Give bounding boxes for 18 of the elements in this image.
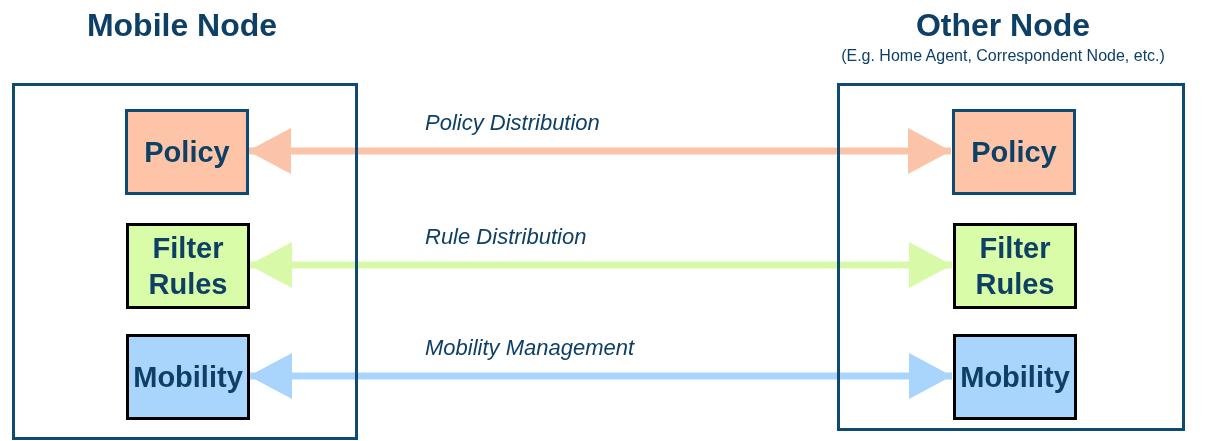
node-title: Mobile Node (86, 6, 278, 44)
component-box (126, 334, 250, 420)
component-box (126, 223, 250, 309)
double-arrow (249, 353, 952, 399)
component-box (125, 109, 249, 195)
component-label: Policy (971, 135, 1057, 170)
component-label: Filter Rules (147, 231, 229, 302)
node-title: Other Node (915, 6, 1091, 44)
component-box (953, 223, 1077, 309)
double-arrow (248, 128, 951, 174)
component-box (953, 334, 1077, 420)
component-box (952, 109, 1076, 195)
component-label: Mobility (960, 360, 1070, 395)
component-label: Policy (144, 135, 230, 170)
component-label: Mobility (133, 360, 243, 395)
component-label: Filter Rules (974, 231, 1056, 302)
node-subtitle: (E.g. Home Agent, Correspondent Node, etc.) (841, 46, 1165, 66)
double-arrow (249, 242, 952, 288)
